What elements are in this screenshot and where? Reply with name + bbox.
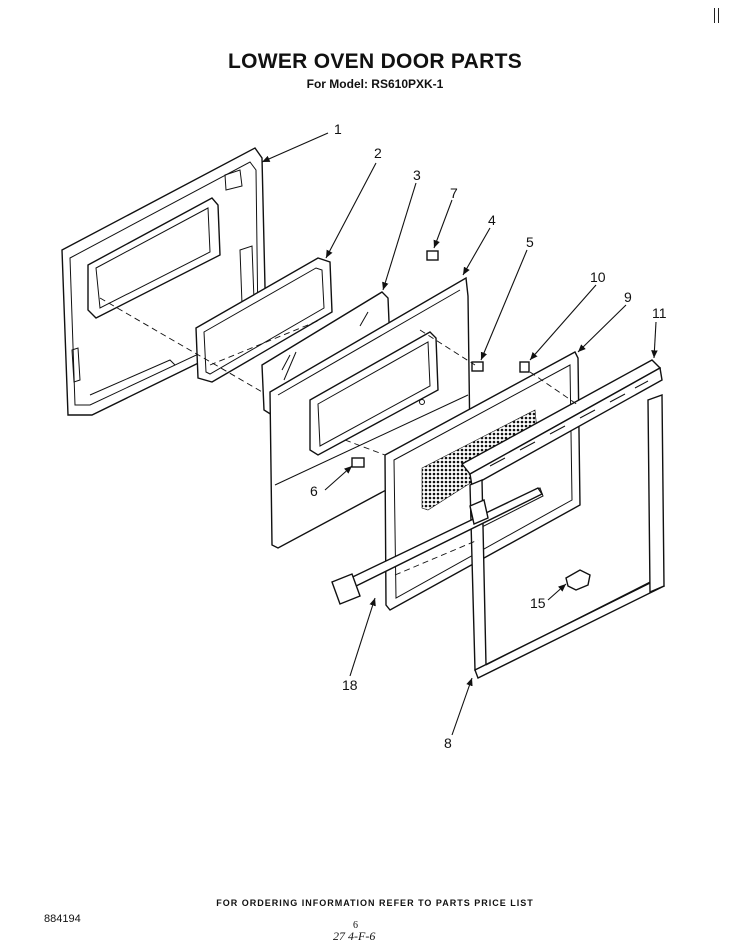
callout-11: 11 (652, 305, 667, 321)
ordering-info-footer: FOR ORDERING INFORMATION REFER TO PARTS … (216, 898, 534, 908)
callout-6: 6 (310, 483, 318, 499)
callout-2: 2 (374, 145, 382, 161)
clip-part-10 (519, 361, 530, 373)
callout-leaders (261, 132, 658, 736)
handwritten-note: 27 4-F-6 (333, 929, 376, 943)
callout-7: 7 (450, 185, 458, 201)
clip-part-7 (426, 250, 439, 261)
callout-3: 3 (413, 167, 421, 183)
outer-door-panel (61, 147, 267, 416)
bracket-part-15 (565, 569, 591, 591)
document-number: 884194 (44, 913, 81, 925)
callout-10: 10 (590, 269, 606, 285)
corner-registration-mark (714, 8, 719, 23)
callout-18: 18 (342, 677, 358, 693)
page-number: 6 (353, 920, 358, 931)
callout-8: 8 (444, 735, 452, 751)
callout-9: 9 (624, 289, 632, 305)
door-frame (469, 394, 665, 679)
top-trim-bar (460, 359, 663, 488)
clip-part-6 (351, 457, 365, 468)
callout-4: 4 (488, 212, 496, 228)
callout-5: 5 (526, 234, 534, 250)
alignment-lines (99, 297, 579, 576)
hinge-rod (331, 487, 544, 605)
page-title: LOWER OVEN DOOR PARTS (227, 50, 523, 73)
clip-part-5 (471, 361, 484, 372)
callout-1: 1 (334, 121, 342, 137)
callout-15: 15 (530, 595, 546, 611)
door-gasket (195, 257, 333, 383)
model-subtitle: For Model: RS610PXK-1 (306, 77, 444, 91)
